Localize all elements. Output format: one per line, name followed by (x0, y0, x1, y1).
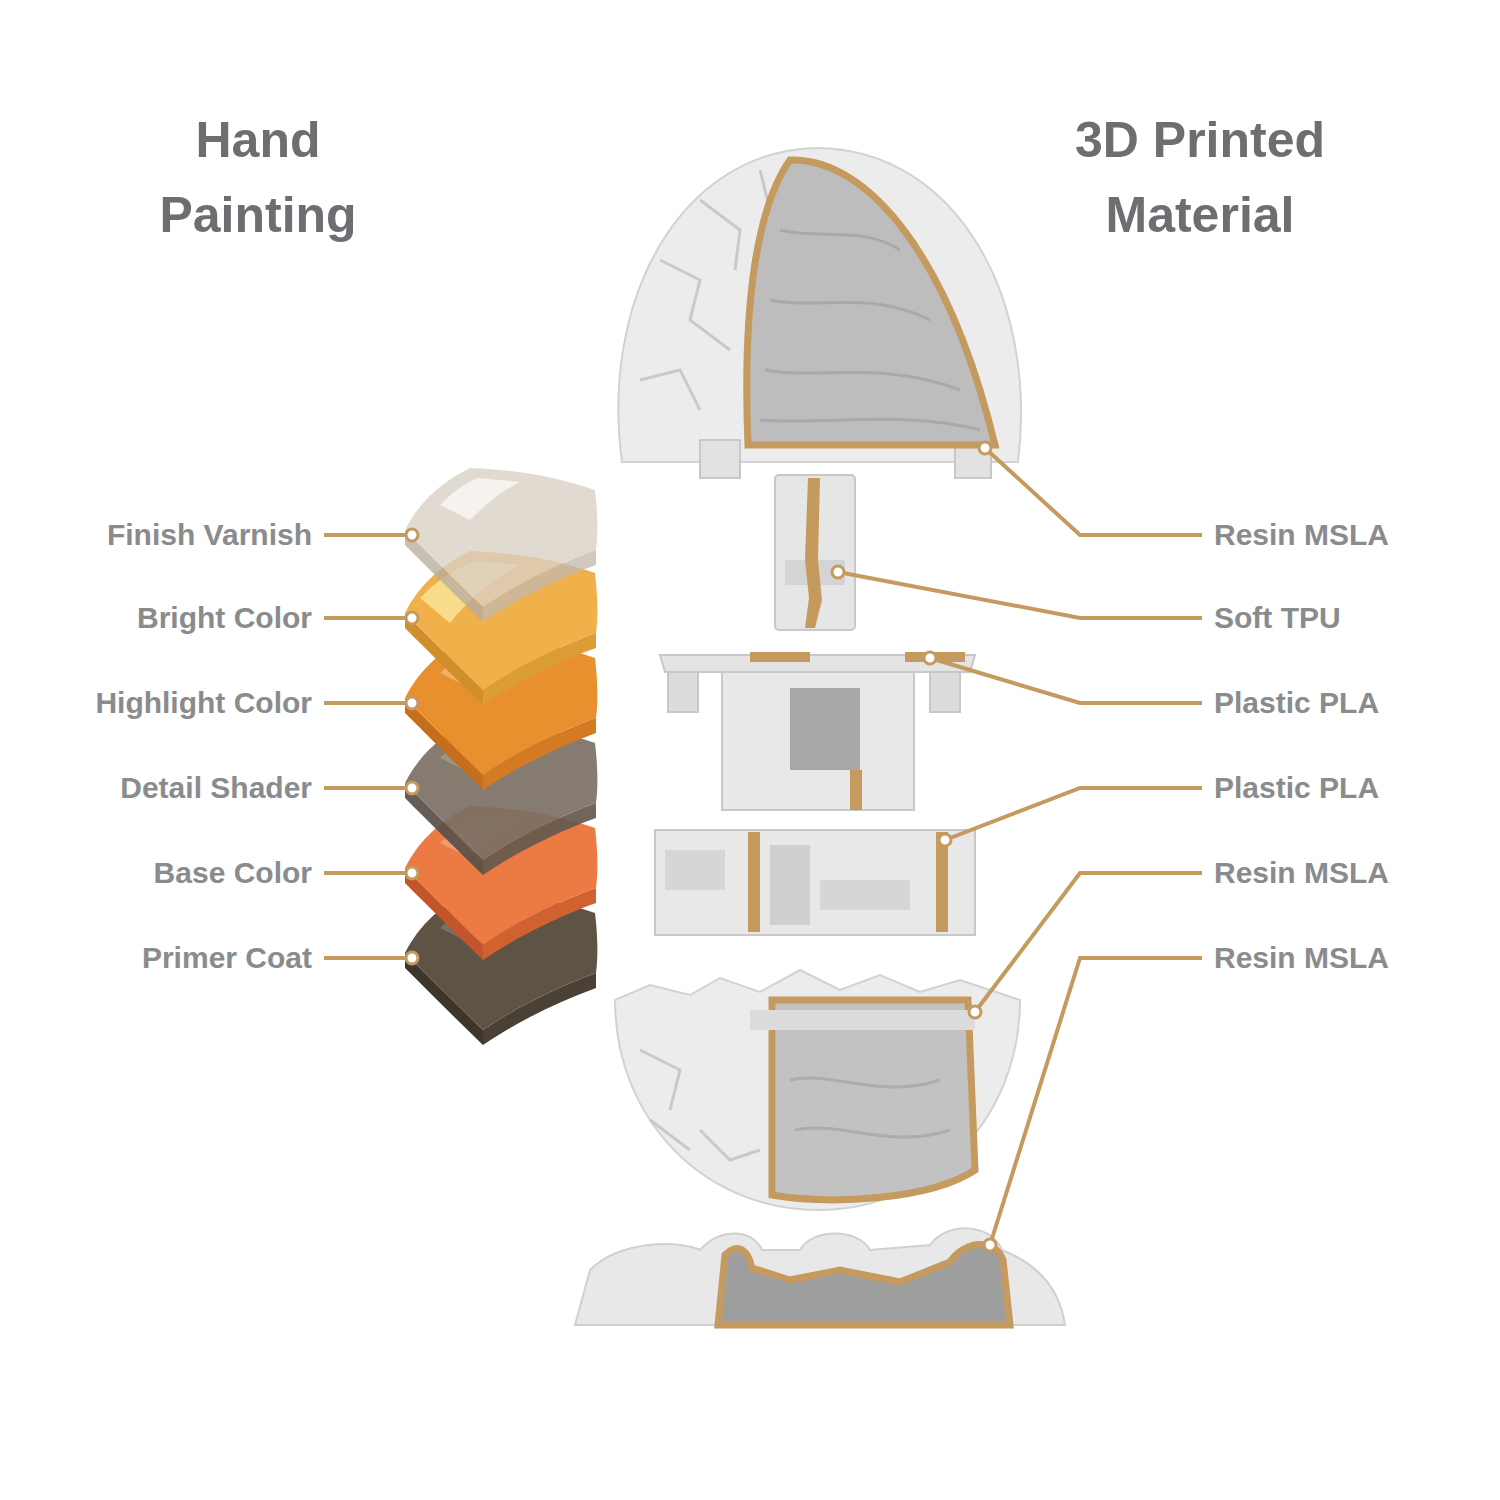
paint-layer-label: Primer Coat (142, 940, 312, 976)
egg-base (575, 1228, 1065, 1325)
tpu-connector (775, 475, 855, 630)
material-label: Plastic PLA (1214, 685, 1379, 721)
column-heading: 3D Printed Material (1035, 103, 1365, 253)
pla-mechanism (660, 652, 975, 810)
pla-ring (655, 830, 975, 935)
column-heading: Hand Painting (108, 103, 408, 253)
paint-layer-label: Finish Varnish (107, 517, 312, 553)
material-label: Resin MSLA (1214, 517, 1389, 553)
paint-layer-tiles (405, 468, 597, 1045)
material-label: Resin MSLA (1214, 855, 1389, 891)
egg-bottom-shell (615, 970, 1020, 1210)
paint-layer-label: Detail Shader (120, 770, 312, 806)
paint-layer-label: Bright Color (137, 600, 312, 636)
material-label: Plastic PLA (1214, 770, 1379, 806)
material-label: Soft TPU (1214, 600, 1341, 636)
paint-layer-label: Base Color (154, 855, 312, 891)
egg-top-shell (618, 148, 1021, 478)
paint-layer-label: Highlight Color (95, 685, 312, 721)
leader-dots (406, 442, 996, 1251)
leader-lines (324, 448, 1202, 1245)
material-label: Resin MSLA (1214, 940, 1389, 976)
